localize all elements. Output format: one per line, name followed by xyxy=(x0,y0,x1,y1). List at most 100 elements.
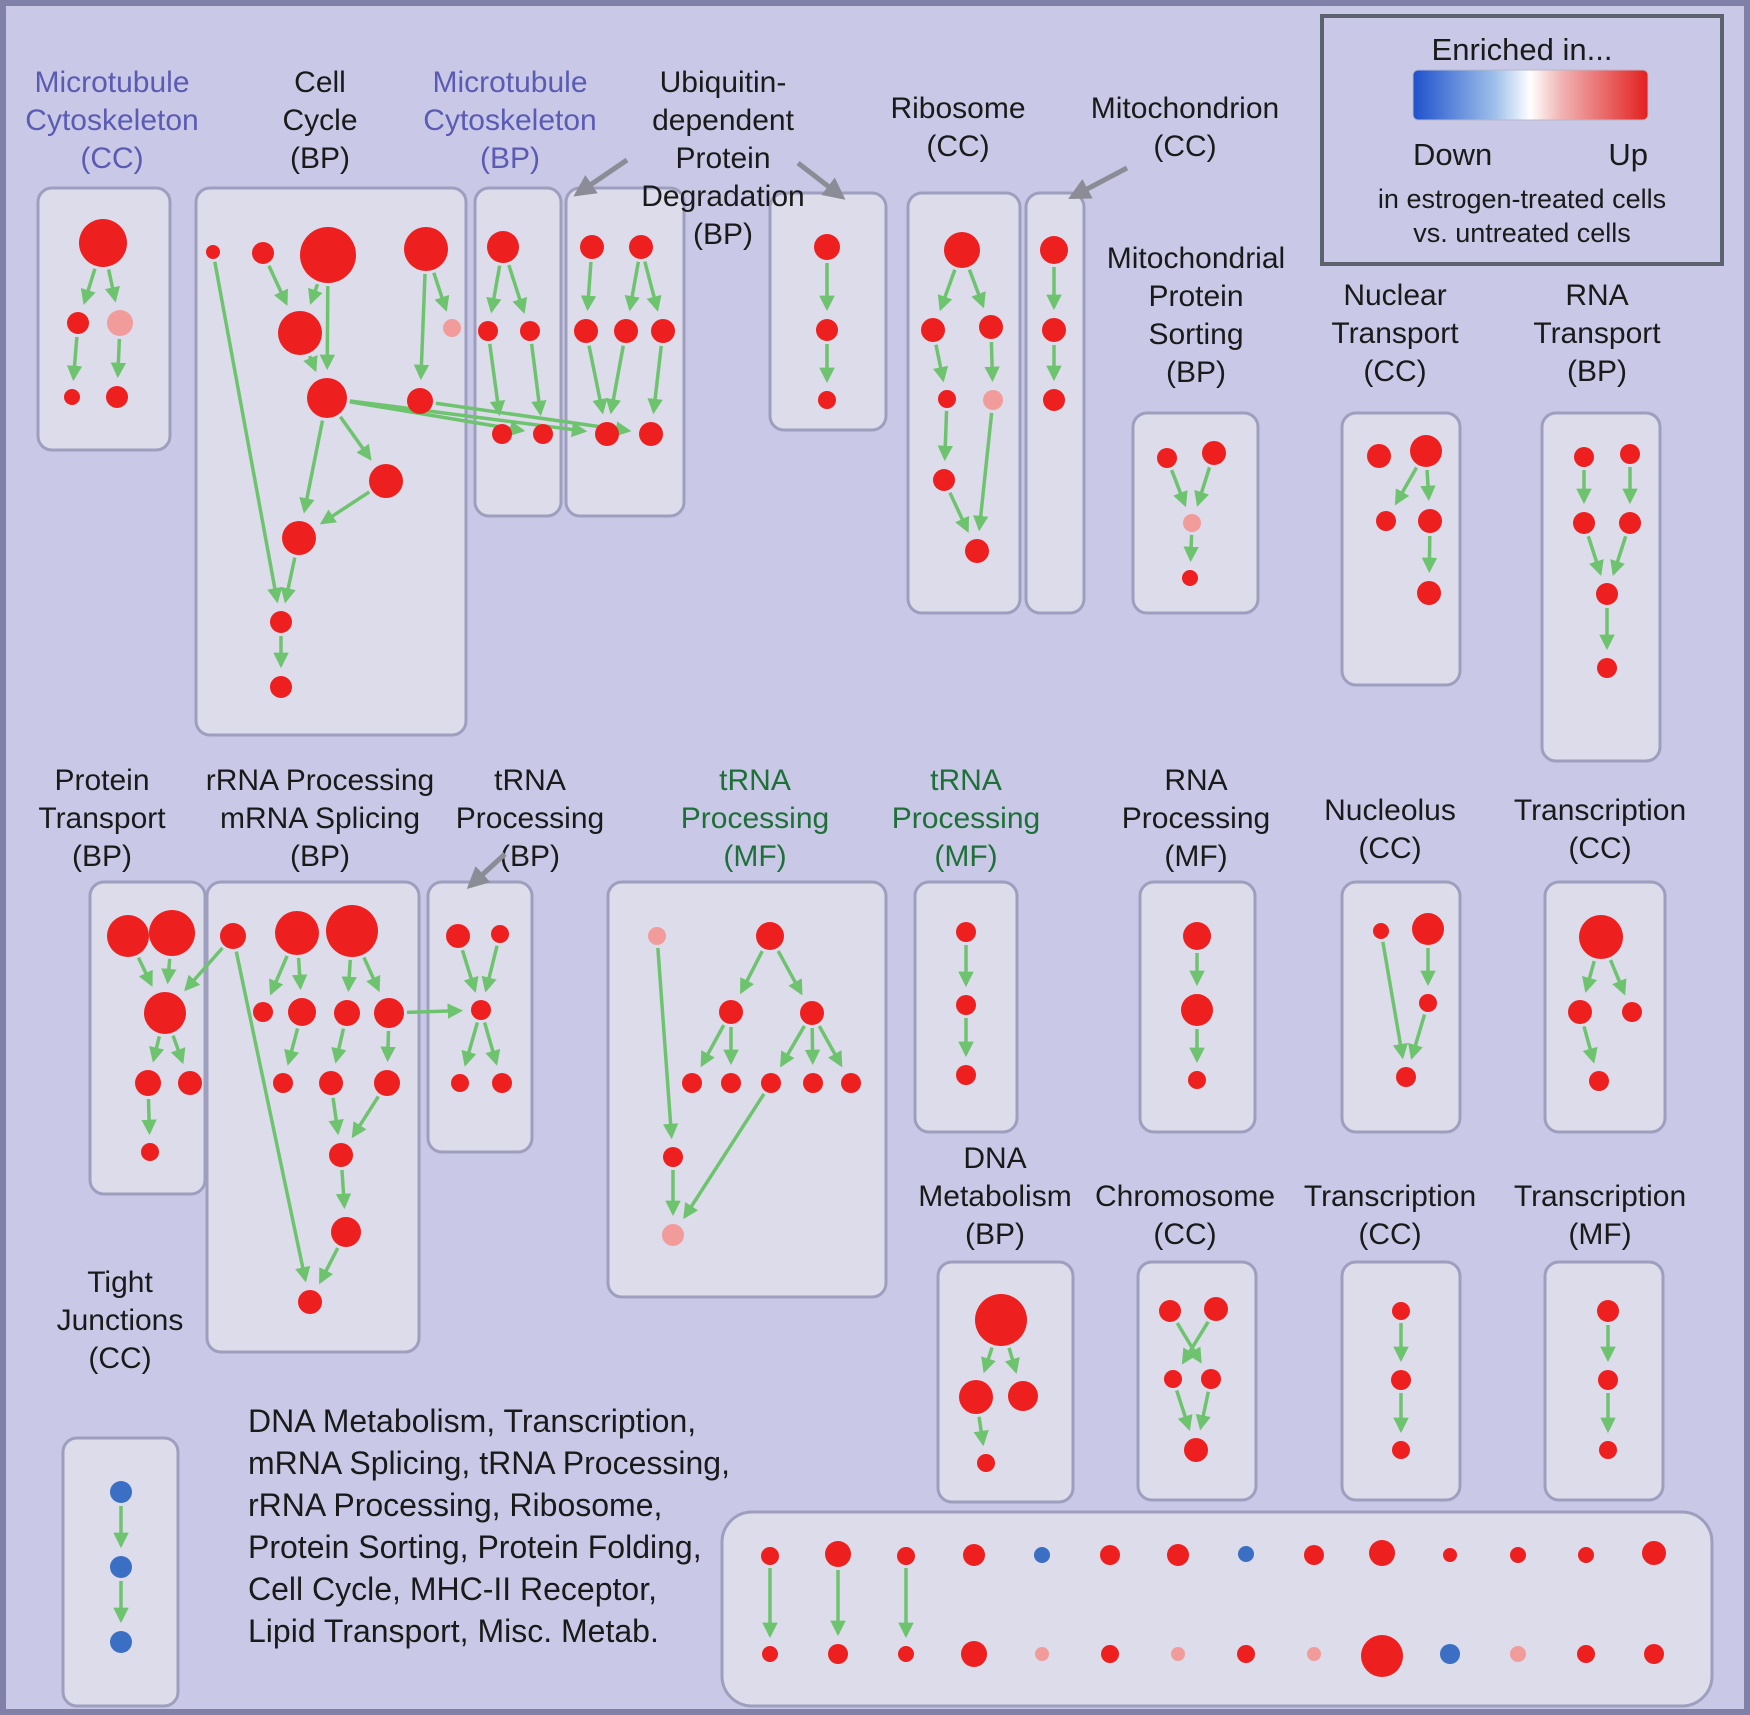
group-label: (BP) xyxy=(290,142,350,175)
relationship-arrow xyxy=(110,338,127,379)
microtubule-cytoskeleton-bp-box xyxy=(473,186,563,518)
group-label: rRNA Processing xyxy=(206,764,434,797)
group-label: mRNA Splicing xyxy=(220,802,420,835)
relationship-arrow xyxy=(1610,535,1628,577)
group-label: (CC) xyxy=(80,142,143,175)
group-label: (CC) xyxy=(1153,130,1216,163)
relationship-arrow xyxy=(933,344,949,383)
rna-transport-bp-node xyxy=(1596,583,1618,605)
rna-processing-mf-node xyxy=(1188,1071,1206,1089)
relationship-arrow xyxy=(580,261,597,312)
group-label: Microtubule xyxy=(432,66,587,99)
rrna-processing-mrna-splicing-bp-node xyxy=(273,1073,293,1093)
rrna-processing-mrna-splicing-bp-node xyxy=(275,911,319,955)
mitochondrial-protein-sorting-bp-node xyxy=(1157,448,1177,468)
relationship-arrow xyxy=(149,1035,165,1063)
trna-processing-mf-large-node xyxy=(662,1224,684,1246)
relationship-arrow xyxy=(1181,1320,1210,1365)
nucleolus-cc-node xyxy=(1412,913,1444,945)
group-label: Nucleolus xyxy=(1324,794,1456,827)
tight-junctions-cc-node xyxy=(110,1556,132,1578)
trna-processing-mf-large-node xyxy=(800,1001,824,1025)
legend-gradient-bar xyxy=(1412,69,1649,121)
relationship-arrow xyxy=(303,355,318,373)
group-label: Junctions xyxy=(57,1304,184,1337)
relationship-arrow xyxy=(1394,466,1419,506)
legend-up-label: Up xyxy=(1608,137,1648,172)
group-label: Transport xyxy=(38,802,166,835)
relationship-arrow xyxy=(335,1169,352,1210)
rrna-processing-mrna-splicing-bp-node xyxy=(253,1002,273,1022)
chromosome-cc-node xyxy=(1159,1300,1181,1322)
relationship-arrow xyxy=(308,283,323,305)
ribosome-cc-node xyxy=(921,318,945,342)
ubiquitin-degradation-chain-node xyxy=(814,234,840,260)
transcription-mf-node xyxy=(1599,1441,1617,1459)
relationship-arrow xyxy=(817,1025,843,1068)
ribosome-cc-box xyxy=(906,191,1022,615)
relationship-arrow xyxy=(683,1092,766,1220)
rrna-processing-mrna-splicing-bp-node xyxy=(319,1071,343,1095)
ribosome-cc-node xyxy=(944,232,980,268)
relationship-arrow xyxy=(66,336,83,382)
relationship-arrow xyxy=(587,345,608,415)
relationship-arrow xyxy=(413,273,430,381)
group-label: Mitochondrial xyxy=(1107,242,1285,275)
misc-cluster-text: rRNA Processing, Ribosome, xyxy=(248,1487,662,1523)
transcription-cc-lower-node xyxy=(1392,1441,1410,1459)
misc-cluster-text: Cell Cycle, MHC-II Receptor, xyxy=(248,1571,657,1607)
mixed-clusters-node xyxy=(1237,1645,1255,1663)
relationship-arrow xyxy=(981,1347,996,1374)
relationship-arrow xyxy=(432,272,450,312)
mixed-clusters-node xyxy=(1440,1644,1460,1664)
group-label: Ubiquitin- xyxy=(660,66,787,99)
label-pointer-arrow xyxy=(466,852,507,889)
group-label: tRNA xyxy=(719,764,791,797)
relationship-arrow xyxy=(984,341,1000,383)
ribosome-cc-node xyxy=(979,315,1003,339)
trna-processing-bp-node xyxy=(446,924,470,948)
relationship-arrow xyxy=(80,268,97,305)
relationship-arrow xyxy=(1195,1391,1211,1431)
mixed-clusters-node xyxy=(1510,1646,1526,1662)
ubiquitin-degradation-network-box xyxy=(564,186,686,518)
nuclear-transport-cc-box xyxy=(1340,411,1462,687)
ubiquitin-degradation-network-node xyxy=(595,422,619,446)
group-label: (BP) xyxy=(1567,355,1627,388)
microtubule-cytoskeleton-bp-node xyxy=(492,424,512,444)
relationship-arrow xyxy=(319,285,336,371)
microtubule-cytoskeleton-cc-node xyxy=(79,219,127,267)
microtubule-cytoskeleton-bp-node xyxy=(533,424,553,444)
group-label: (BP) xyxy=(480,142,540,175)
trna-processing-mf-small-node xyxy=(956,1065,976,1085)
mixed-clusters-node xyxy=(1369,1540,1395,1566)
relationship-arrow xyxy=(269,955,289,996)
group-label: Cytoskeleton xyxy=(25,104,198,137)
group-label: (MF) xyxy=(1568,1218,1631,1251)
group-label: (CC) xyxy=(926,130,989,163)
relationship-arrow xyxy=(1170,469,1188,508)
transcription-mf-node xyxy=(1598,1370,1618,1390)
group-label: (BP) xyxy=(290,840,350,873)
mixed-clusters-node xyxy=(1644,1644,1664,1664)
mitochondrion-cc-node xyxy=(1040,236,1068,264)
ubiquitin-degradation-network-node xyxy=(639,422,663,446)
group-label: tRNA xyxy=(494,764,566,797)
relationship-arrow xyxy=(643,261,662,312)
group-label: (CC) xyxy=(88,1342,151,1375)
trna-processing-mf-small-node xyxy=(956,995,976,1015)
mixed-clusters-node xyxy=(1361,1635,1403,1677)
trna-processing-mf-large-node xyxy=(803,1073,823,1093)
legend-down-label: Down xyxy=(1413,137,1492,172)
relationship-arrow xyxy=(461,1022,480,1067)
ubiquitin-degradation-chain-node xyxy=(816,319,838,341)
rrna-processing-mrna-splicing-bp-node xyxy=(220,923,246,949)
group-label: DNA xyxy=(963,1142,1026,1175)
group-label: Protein xyxy=(675,142,770,175)
relationship-arrow xyxy=(486,265,502,314)
group-label: RNA xyxy=(1164,764,1227,797)
relationship-arrow xyxy=(267,264,288,306)
microtubule-cytoskeleton-cc-node xyxy=(106,386,128,408)
